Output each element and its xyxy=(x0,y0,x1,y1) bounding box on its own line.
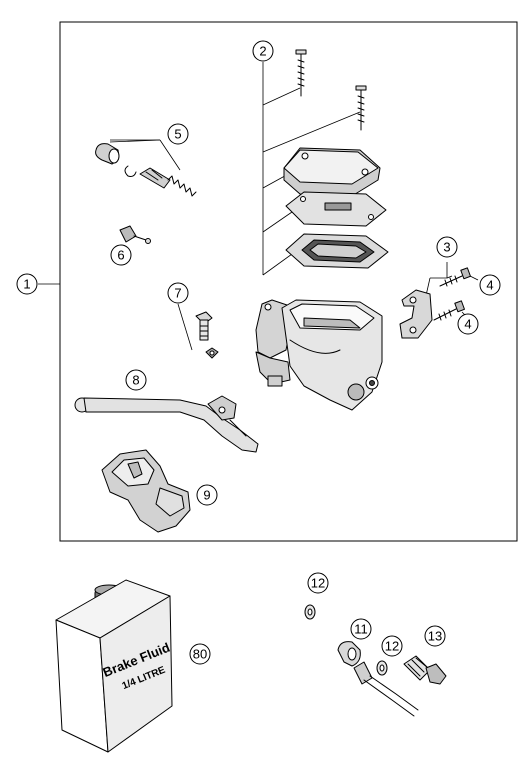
svg-text:11: 11 xyxy=(354,622,368,637)
reservoir-cover xyxy=(283,147,381,197)
callout-1: 1 xyxy=(16,273,38,295)
svg-text:12: 12 xyxy=(311,576,325,591)
svg-text:1: 1 xyxy=(23,277,30,292)
callout-4: 4 xyxy=(479,274,501,296)
reservoir-gasket-plate xyxy=(285,191,387,227)
svg-text:8: 8 xyxy=(132,373,139,388)
part-6-adjuster-screw xyxy=(119,225,151,244)
part-9-lever-guard xyxy=(101,449,191,533)
callout-6: 6 xyxy=(110,244,132,266)
brake-fluid-bottle: Brake Fluid 1/4 LITRE xyxy=(55,579,173,753)
part-3-handlebar-clamp xyxy=(399,262,453,339)
callout-4: 4 xyxy=(457,313,479,335)
reservoir-diaphragm xyxy=(285,233,389,269)
callout-11: 11 xyxy=(350,618,372,640)
part-4-clamp-bolt xyxy=(433,300,467,321)
svg-text:6: 6 xyxy=(117,248,124,263)
callout-7: 7 xyxy=(167,282,189,304)
part-4-clamp-bolt xyxy=(439,267,479,287)
svg-text:5: 5 xyxy=(174,127,181,142)
assembly-frame xyxy=(59,21,518,542)
part-12-copper-washer xyxy=(304,604,316,620)
svg-text:13: 13 xyxy=(428,629,442,644)
svg-text:4: 4 xyxy=(486,278,493,293)
callout-80: 80 xyxy=(189,643,211,665)
callout-5: 5 xyxy=(167,123,189,145)
callout-12: 12 xyxy=(307,572,329,594)
cover-screw xyxy=(355,85,367,131)
svg-text:2: 2 xyxy=(259,44,266,59)
part-8-brake-lever xyxy=(74,395,259,453)
callout-3: 3 xyxy=(436,236,458,258)
svg-text:9: 9 xyxy=(203,488,210,503)
callout-8: 8 xyxy=(125,369,147,391)
master-cylinder-body xyxy=(255,299,383,411)
callout-12: 12 xyxy=(381,635,403,657)
callout-9: 9 xyxy=(196,484,218,506)
callout-2: 2 xyxy=(252,40,274,62)
part-11-banjo-brake-line xyxy=(337,641,419,717)
svg-text:80: 80 xyxy=(193,647,207,662)
part-13-banjo-bolt xyxy=(403,655,447,685)
svg-text:4: 4 xyxy=(464,317,471,332)
svg-text:3: 3 xyxy=(443,240,450,255)
part-5-piston-kit xyxy=(95,139,197,197)
part-2-cover-group xyxy=(262,49,389,276)
svg-text:12: 12 xyxy=(385,639,399,654)
part-12-copper-washer xyxy=(376,660,388,676)
svg-text:7: 7 xyxy=(174,286,181,301)
callout-13: 13 xyxy=(424,625,446,647)
cover-screw xyxy=(295,49,307,97)
part-7-pivot-bolt xyxy=(177,303,219,359)
